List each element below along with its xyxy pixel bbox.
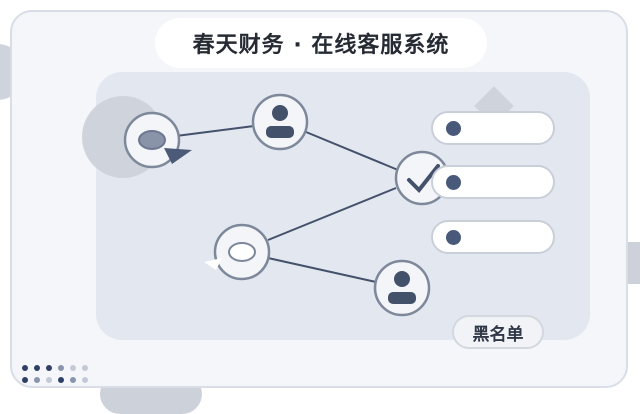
- message-bubble-icon: [228, 242, 256, 262]
- contact-list-item-1[interactable]: [431, 111, 555, 145]
- page-title: 春天财务 · 在线客服系统: [155, 18, 487, 68]
- blacklist-button[interactable]: 黑名单: [452, 315, 544, 349]
- network-diagram: [123, 93, 466, 317]
- user-avatar-icon: [388, 271, 416, 304]
- contact-list-item-2[interactable]: [431, 165, 555, 199]
- link-agent-hub: [305, 131, 399, 171]
- customer-avatar-node[interactable]: [373, 259, 431, 317]
- user-dot-icon: [446, 230, 461, 245]
- link-message-customer: [267, 257, 377, 283]
- contact-list-item-3[interactable]: [431, 220, 555, 254]
- link-chat-agent: [175, 125, 255, 137]
- user-dot-icon: [446, 121, 461, 136]
- decor-dot-grid: [22, 365, 88, 383]
- chat-bubble-node[interactable]: [123, 111, 192, 169]
- user-dot-icon: [446, 175, 461, 190]
- link-message-hub: [267, 187, 397, 241]
- message-node[interactable]: [204, 223, 271, 281]
- chat-bubble-icon: [164, 148, 192, 164]
- agent-avatar-node[interactable]: [251, 93, 309, 151]
- user-avatar-icon: [266, 105, 294, 138]
